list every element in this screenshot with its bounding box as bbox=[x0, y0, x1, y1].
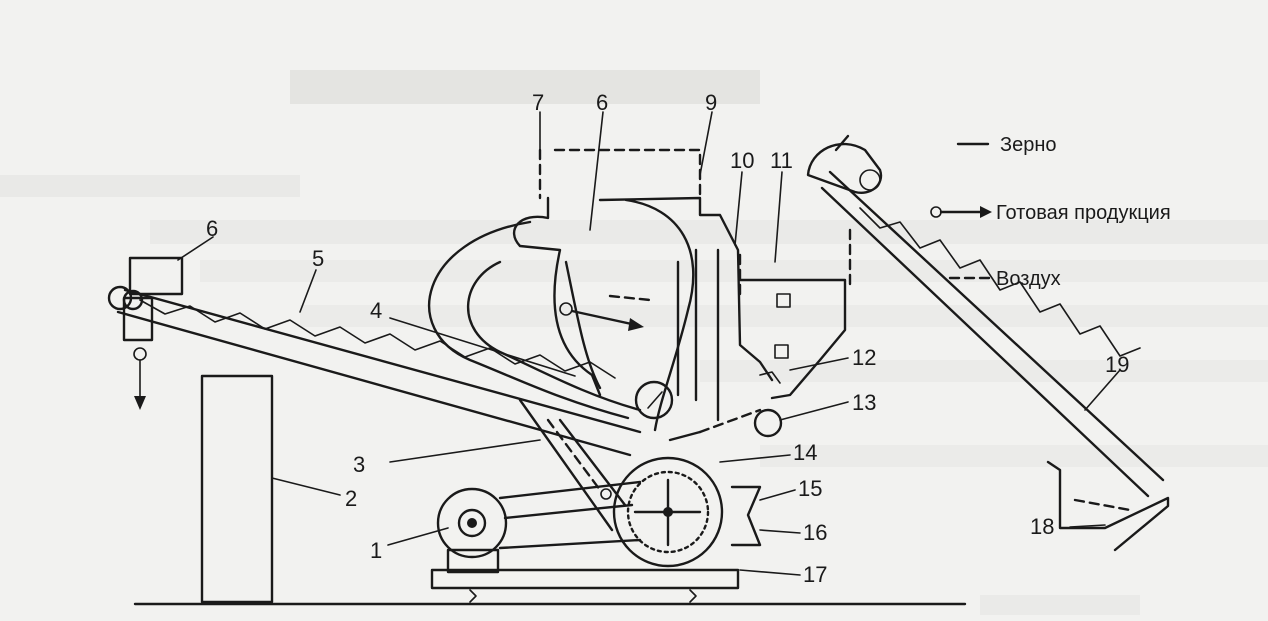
conveyor-motor bbox=[806, 142, 883, 195]
legend-air: Воздух bbox=[948, 268, 1061, 290]
callout-10: 10 bbox=[730, 148, 754, 173]
callout-9: 9 bbox=[705, 90, 717, 115]
product-drop-arrow bbox=[133, 347, 147, 410]
drive-motor bbox=[436, 480, 642, 574]
callout-leaders bbox=[177, 111, 1121, 576]
legend-air-label: Воздух bbox=[996, 268, 1061, 290]
storage-bin bbox=[200, 374, 274, 604]
legend-grain-label: Зерно bbox=[1000, 134, 1057, 156]
callout-6-left: 6 bbox=[206, 216, 218, 241]
callout-numbers: 1 2 3 4 5 6 6 7 9 10 11 12 13 14 15 16 1… bbox=[206, 90, 1129, 587]
bleed-through-text bbox=[0, 70, 1268, 615]
callout-1: 1 bbox=[370, 538, 382, 563]
product-screw-conveyor bbox=[806, 134, 1170, 552]
valve-13 bbox=[753, 408, 783, 438]
callout-17: 17 bbox=[803, 562, 827, 587]
callout-18: 18 bbox=[1030, 514, 1054, 539]
callout-2: 2 bbox=[345, 486, 357, 511]
callout-4: 4 bbox=[370, 298, 382, 323]
callout-7: 7 bbox=[532, 90, 544, 115]
legend-product-label: Готовая продукция bbox=[996, 202, 1171, 224]
callout-13: 13 bbox=[852, 390, 876, 415]
callout-5: 5 bbox=[312, 246, 324, 271]
hammer-rotor bbox=[600, 456, 762, 568]
air-inlet-arrow bbox=[559, 302, 644, 331]
feed-motor bbox=[128, 256, 184, 296]
legend: Зерно Готовая продукция Воздух bbox=[930, 134, 1171, 290]
feed-screw-conveyor bbox=[107, 256, 642, 457]
callout-6-top: 6 bbox=[596, 90, 608, 115]
callout-15: 15 bbox=[798, 476, 822, 501]
hopper bbox=[738, 278, 847, 438]
callout-19: 19 bbox=[1105, 352, 1129, 377]
legend-grain: Зерно bbox=[956, 134, 1057, 156]
callout-3: 3 bbox=[353, 452, 365, 477]
callout-16: 16 bbox=[803, 520, 827, 545]
callout-12: 12 bbox=[852, 345, 876, 370]
legend-product: Готовая продукция bbox=[930, 202, 1171, 224]
callout-11: 11 bbox=[770, 148, 793, 173]
machine-base bbox=[430, 568, 740, 603]
pressure-gauge bbox=[634, 380, 674, 420]
callout-14: 14 bbox=[793, 440, 817, 465]
